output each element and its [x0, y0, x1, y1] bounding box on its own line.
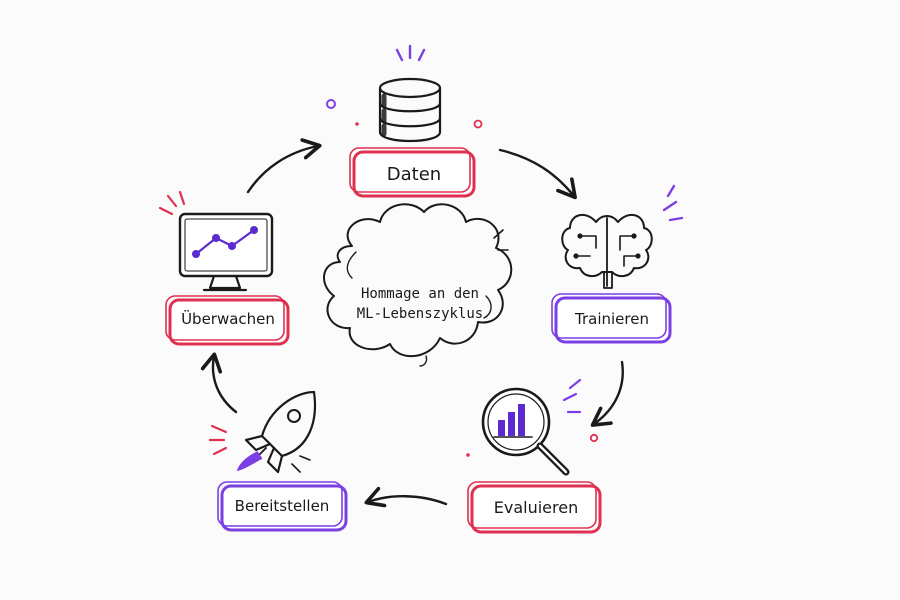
- sparkle-marks: [208, 424, 311, 473]
- sparkle-marks: [326, 44, 483, 129]
- stage-label-box-trainieren: Trainieren: [551, 293, 672, 344]
- stage-label-box-evaluieren: Evaluieren: [467, 481, 602, 534]
- stage-evaluieren: Evaluieren: [466, 378, 602, 534]
- rocket-icon: [236, 390, 316, 474]
- arrow-bereitstellen-to-ueberwachen: [200, 352, 238, 414]
- sparkle-marks: [466, 378, 599, 457]
- sparkle-marks: [158, 190, 186, 216]
- arrow-evaluieren-to-bereitstellen: [364, 486, 448, 508]
- stage-label-box-daten: Daten: [349, 147, 476, 198]
- stage-ueberwachen: Überwachen: [158, 190, 290, 346]
- stage-label-bereitstellen: Bereitstellen: [235, 497, 330, 515]
- stage-label-daten: Daten: [387, 164, 441, 185]
- center-cloud: Hommage an den ML-Lebenszyklus: [323, 203, 513, 367]
- stage-bereitstellen: Bereitstellen: [208, 390, 348, 532]
- database-icon: [378, 77, 442, 143]
- stage-label-box-ueberwachen: Überwachen: [165, 295, 290, 346]
- monitor-chart-icon: [178, 212, 274, 292]
- stage-label-box-bereitstellen: Bereitstellen: [217, 481, 348, 532]
- stage-label-evaluieren: Evaluieren: [494, 498, 578, 517]
- brain-icon: [561, 213, 653, 289]
- center-title-line2: ML-Lebenszyklus: [357, 306, 483, 322]
- magnifier-chart-icon: [481, 387, 570, 476]
- stage-trainieren: Trainieren: [551, 184, 684, 344]
- arrow-daten-to-trainieren: [498, 148, 577, 200]
- stage-label-ueberwachen: Überwachen: [181, 309, 275, 328]
- sparkle-marks: [662, 184, 684, 222]
- cycle-arrows: [200, 138, 624, 508]
- stage-daten: Daten: [326, 44, 483, 198]
- center-title-line1: Hommage an den: [361, 286, 479, 302]
- arrow-trainieren-to-evaluieren: [590, 360, 624, 427]
- stage-label-trainieren: Trainieren: [574, 310, 649, 328]
- arrow-ueberwachen-to-daten: [246, 138, 322, 194]
